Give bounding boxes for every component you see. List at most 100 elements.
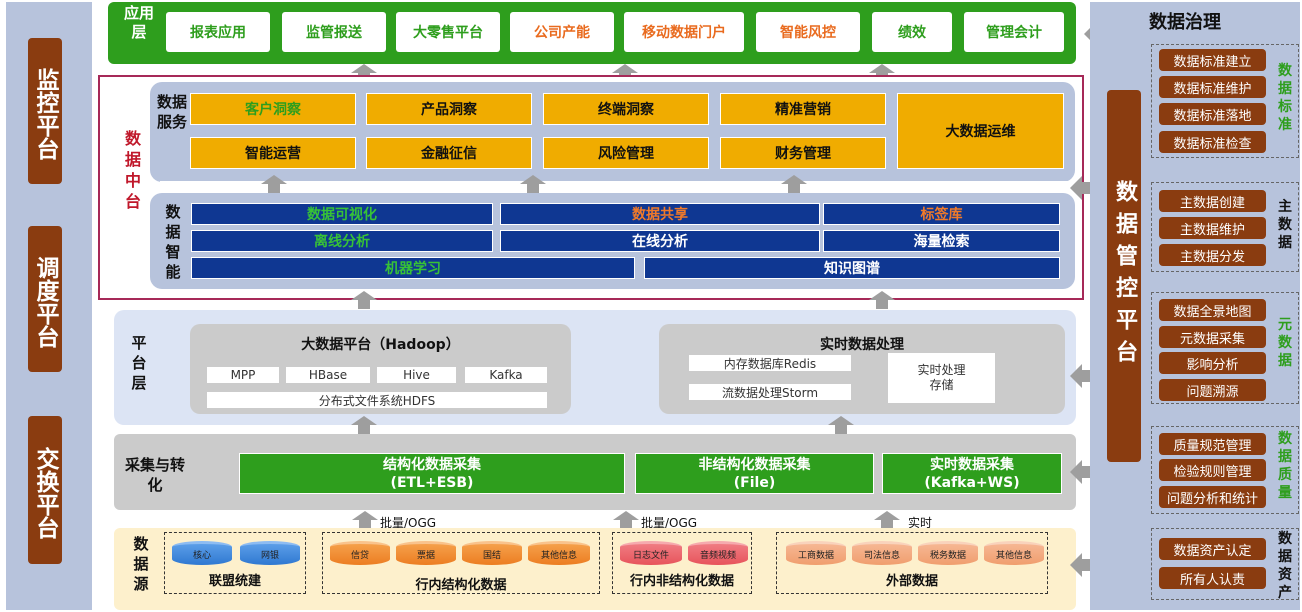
platform-layer-label: 平台层: [131, 334, 147, 392]
data-middle-platform-label: 数据中台: [124, 129, 141, 211]
database-icon[interactable]: 其他信息: [984, 541, 1044, 565]
database-icon[interactable]: 国结: [462, 541, 522, 565]
database-icon[interactable]: 税务数据: [918, 541, 978, 565]
chip-storm[interactable]: 流数据处理Storm: [689, 384, 851, 400]
gov-item[interactable]: 质量规范管理: [1159, 433, 1266, 455]
chip-redis[interactable]: 内存数据库Redis: [689, 355, 851, 371]
data-service-label: 数据服务: [156, 93, 187, 131]
service-smart-operations[interactable]: 智能运营: [190, 137, 356, 169]
source-group-caption: 联盟统建: [208, 574, 261, 589]
chip-hive[interactable]: Hive: [377, 367, 456, 383]
source-group-caption: 行内结构化数据: [415, 578, 507, 593]
source-group-external: [776, 532, 1048, 594]
ai-knowledge-graph[interactable]: 知识图谱: [644, 257, 1060, 279]
gov-item[interactable]: 元数据采集: [1159, 326, 1266, 348]
arrow-up-icon: [613, 511, 639, 529]
app-risk-control[interactable]: 智能风控: [756, 12, 860, 52]
source-group-unstructured: [612, 532, 752, 594]
database-icon[interactable]: 核心: [172, 541, 232, 565]
arrow-up-icon: [874, 511, 900, 529]
gov-item[interactable]: 数据全景地图: [1159, 299, 1266, 321]
database-icon[interactable]: 信贷: [330, 541, 390, 565]
app-capacity[interactable]: 公司产能: [510, 12, 614, 52]
data-intelligence-label: 数据智能: [165, 203, 181, 281]
governance-group-caption: 数据质量: [1278, 431, 1292, 501]
ai-tag-library[interactable]: 标签库: [823, 203, 1060, 225]
service-product-insight[interactable]: 产品洞察: [366, 93, 532, 125]
app-management-accounting[interactable]: 管理会计: [964, 12, 1064, 52]
realtime-collection[interactable]: 实时数据采集 (Kafka+WS): [882, 453, 1062, 494]
database-icon[interactable]: 其他信息: [528, 541, 590, 565]
service-finance-management[interactable]: 财务管理: [720, 137, 886, 169]
arrow-up-icon: [828, 416, 854, 434]
gov-item[interactable]: 问题分析和统计: [1159, 486, 1266, 508]
governance-group-standard: [1151, 44, 1299, 158]
gov-item[interactable]: 所有人认责: [1159, 567, 1266, 589]
chip-mpp[interactable]: MPP: [207, 367, 279, 383]
ai-mass-search[interactable]: 海量检索: [823, 230, 1060, 252]
separator-strip: [160, 181, 1070, 192]
app-performance[interactable]: 绩效: [872, 12, 952, 52]
database-icon[interactable]: 工商数据: [786, 541, 846, 565]
unstructured-collection[interactable]: 非结构化数据采集 (File): [635, 453, 874, 494]
ai-visualization[interactable]: 数据可视化: [191, 203, 493, 225]
flow-label: 批量/OGG: [641, 516, 698, 530]
source-group-caption: 行内非结构化数据: [629, 574, 734, 589]
database-icon[interactable]: 音频视频: [688, 541, 748, 565]
service-terminal-insight[interactable]: 终端洞察: [543, 93, 709, 125]
app-mobile-portal[interactable]: 移动数据门户: [624, 12, 744, 52]
exchange-platform[interactable]: 交换平台: [28, 416, 62, 564]
app-retail[interactable]: 大零售平台: [396, 12, 500, 52]
realtime-processing-title: 实时数据处理: [820, 337, 904, 353]
governance-group-master: [1151, 182, 1299, 272]
monitor-platform[interactable]: 监控平台: [28, 38, 62, 184]
gov-item[interactable]: 检验规则管理: [1159, 459, 1266, 481]
gov-item[interactable]: 数据标准建立: [1159, 49, 1266, 71]
service-bigdata-ops[interactable]: 大数据运维: [897, 93, 1064, 169]
gov-item[interactable]: 问题溯源: [1159, 379, 1266, 401]
database-icon[interactable]: 日志文件: [620, 541, 682, 565]
gov-item[interactable]: 影响分析: [1159, 352, 1266, 374]
service-customer-insight[interactable]: 客户洞察: [190, 93, 356, 125]
source-group-structured: [322, 532, 600, 594]
service-credit-reporting[interactable]: 金融征信: [366, 137, 532, 169]
governance-group-caption: 元数据: [1278, 317, 1292, 369]
arrow-up-icon: [520, 175, 546, 193]
arrow-up-icon: [351, 291, 377, 309]
gov-item[interactable]: 数据标准落地: [1159, 103, 1266, 125]
flow-label: 实时: [908, 516, 933, 530]
service-precision-marketing[interactable]: 精准营销: [720, 93, 886, 125]
governance-group-caption: 数据标准: [1278, 63, 1292, 133]
app-regulatory[interactable]: 监管报送: [282, 12, 386, 52]
gov-item[interactable]: 主数据维护: [1159, 217, 1266, 239]
gov-item[interactable]: 数据资产认定: [1159, 538, 1266, 560]
gov-item[interactable]: 主数据分发: [1159, 244, 1266, 266]
gov-item[interactable]: 数据标准维护: [1159, 76, 1266, 98]
source-group-alliance: [164, 532, 306, 594]
chip-kafka[interactable]: Kafka: [465, 367, 547, 383]
schedule-platform[interactable]: 调度平台: [28, 226, 62, 372]
gov-item[interactable]: 主数据创建: [1159, 190, 1266, 212]
hadoop-platform-title: 大数据平台（Hadoop）: [301, 337, 460, 353]
database-icon[interactable]: 司法信息: [852, 541, 912, 565]
database-icon[interactable]: 网银: [240, 541, 300, 565]
governance-group-metadata: [1151, 292, 1299, 404]
chip-hbase[interactable]: HBase: [286, 367, 370, 383]
database-icon[interactable]: 票据: [396, 541, 456, 565]
ai-online-analysis[interactable]: 在线分析: [500, 230, 820, 252]
realtime-storage[interactable]: 实时处理存储: [888, 353, 995, 403]
ai-offline-analysis[interactable]: 离线分析: [191, 230, 493, 252]
service-risk-management[interactable]: 风险管理: [543, 137, 709, 169]
app-report[interactable]: 报表应用: [166, 12, 270, 52]
ai-machine-learning[interactable]: 机器学习: [191, 257, 635, 279]
chip-hdfs[interactable]: 分布式文件系统HDFS: [207, 392, 547, 408]
governance-group-quality: [1151, 426, 1299, 514]
application-layer-label: 应用层: [124, 4, 155, 41]
structured-collection[interactable]: 结构化数据采集 (ETL+ESB): [239, 453, 625, 494]
ai-data-sharing[interactable]: 数据共享: [500, 203, 820, 225]
governance-group-assets: [1151, 528, 1299, 600]
governance-title: 数据治理: [1149, 12, 1221, 33]
data-control-platform[interactable]: 数据管控平台: [1107, 90, 1141, 462]
collection-layer-label: 采集与转化: [124, 456, 185, 494]
gov-item[interactable]: 数据标准检查: [1159, 131, 1266, 153]
